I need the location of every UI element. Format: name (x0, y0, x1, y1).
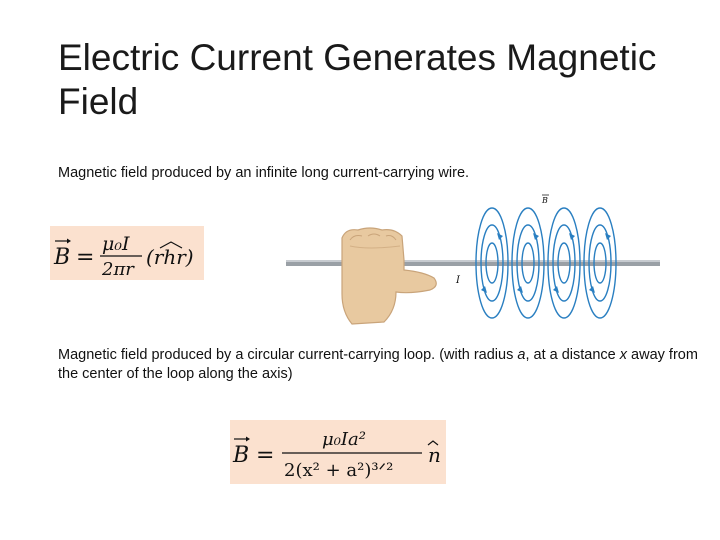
eq1-equals: = (76, 245, 94, 270)
field-label: B (541, 196, 548, 205)
wire-field-equation: B = μ₀I 2πr (rhr) (50, 226, 204, 280)
slide-title: Electric Current Generates Magnetic Fiel… (58, 37, 657, 122)
eq1-denominator: 2πr (101, 259, 135, 280)
eq2-denominator: 2(x² + a²)³ᐟ² (284, 460, 393, 481)
right-hand-icon (341, 227, 437, 325)
eq1-numerator: μ₀I (102, 233, 130, 255)
eq1-lhs: B (53, 245, 70, 270)
eq2-lhs: B (232, 443, 249, 468)
eq2-numerator: μ₀Ia² (322, 429, 366, 450)
wire-field-illustration: I B (284, 190, 664, 330)
eq1-direction: (rhr) (146, 245, 194, 269)
radius-symbol: a (517, 347, 526, 363)
current-label: I (455, 275, 461, 286)
magnetic-field-lines (475, 207, 617, 319)
eq2-unit-vector: n (428, 443, 441, 467)
eq2-equals: = (256, 443, 274, 468)
loop-field-equation: B = μ₀Ia² 2(x² + a²)³ᐟ² n (230, 420, 446, 484)
distance-symbol: x (619, 347, 628, 363)
wire-caption: Magnetic field produced by an infinite l… (58, 165, 470, 181)
loop-caption: Magnetic field produced by a circular cu… (58, 347, 698, 382)
